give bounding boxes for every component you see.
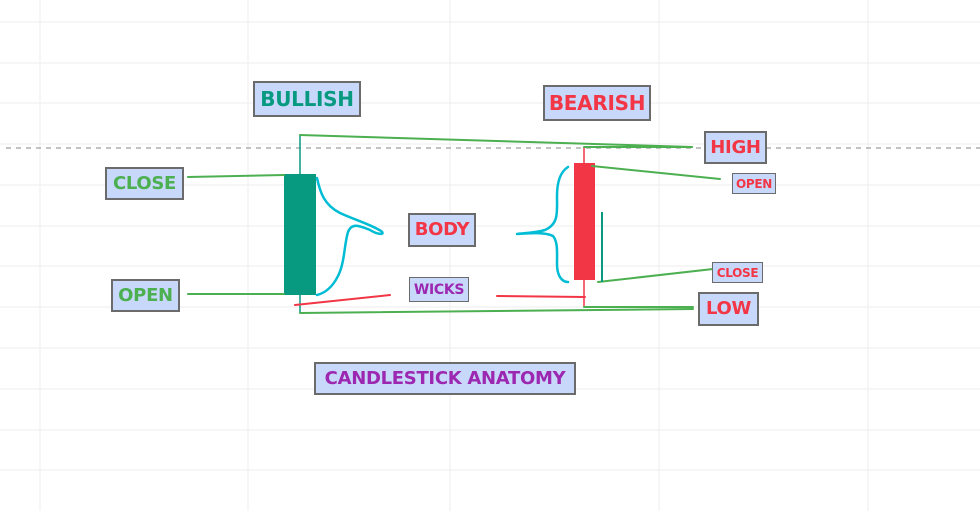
wick-pointer-lines [294, 294, 586, 306]
body-label: BODY [408, 213, 476, 247]
bearish-low-label: LOW [698, 292, 759, 326]
bearish-open-label: OPEN [732, 173, 776, 194]
bullish-candle [284, 135, 316, 313]
bearish-close-label: CLOSE [712, 262, 763, 283]
bullish-body [284, 174, 316, 295]
bearish-high-label: HIGH [704, 131, 767, 164]
bearish-body-brace [515, 165, 570, 284]
wicks-label: WICKS [409, 277, 469, 302]
bearish-heading: BEARISH [543, 85, 651, 121]
bullish-heading: BULLISH [253, 81, 361, 117]
bullish-close-label: CLOSE [105, 167, 184, 200]
bullish-open-label: OPEN [111, 279, 180, 312]
diagram-title: CANDLESTICK ANATOMY [314, 362, 576, 395]
bullish-body-brace [315, 176, 384, 297]
bearish-body [574, 163, 595, 280]
bearish-candle [574, 147, 595, 307]
pointer-lines [187, 134, 721, 314]
